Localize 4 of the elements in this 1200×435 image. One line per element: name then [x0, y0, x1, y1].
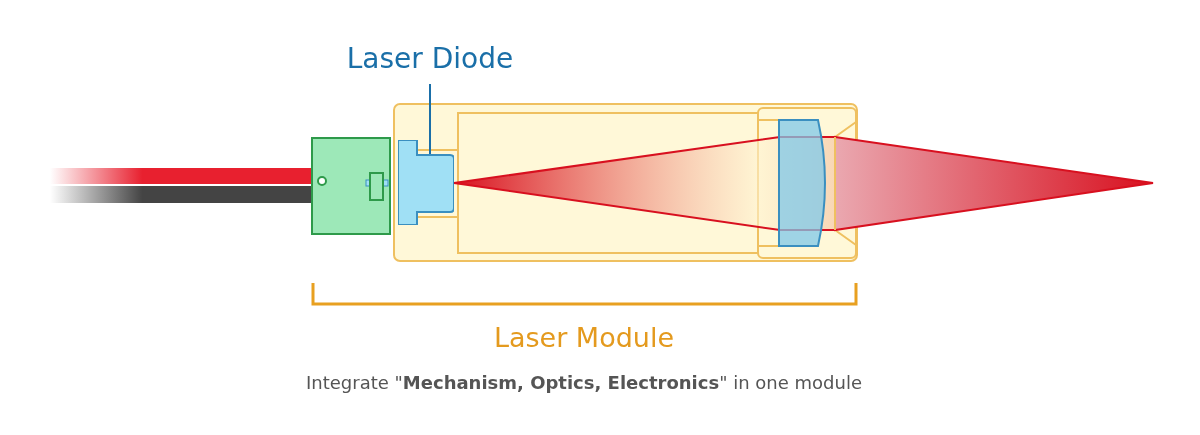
- module-label: Laser Module: [492, 322, 676, 353]
- leader-line: [429, 83, 431, 156]
- callout-label: Laser Diode: [345, 42, 515, 75]
- caption-text: Integrate "Mechanism, Optics, Electronics" in one module: [305, 372, 863, 393]
